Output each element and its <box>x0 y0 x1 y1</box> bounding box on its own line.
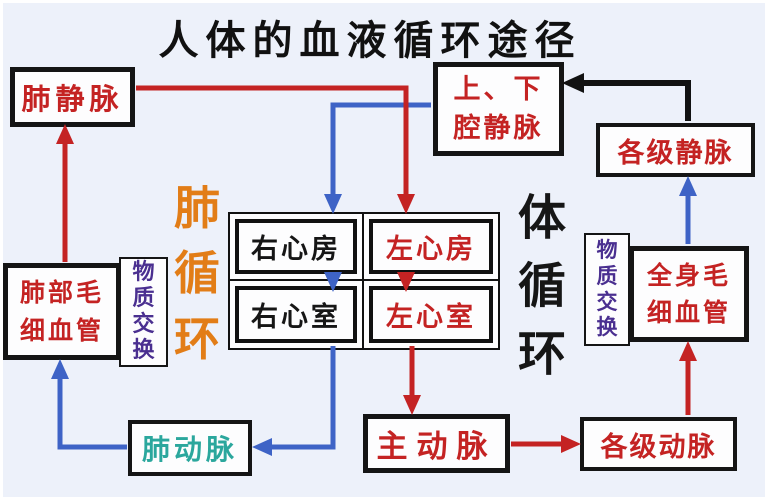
heart-chambers-box: 右心房 左心房 右心室 左心室 <box>228 212 500 350</box>
node-lung-capillaries: 肺部毛 细血管 <box>3 263 121 360</box>
node-left-ventricle-label: 左心室 <box>386 302 476 333</box>
node-pulmonary-artery: 肺动脉 <box>128 420 252 476</box>
node-body-capillaries: 全身毛 细血管 <box>629 246 749 342</box>
node-lung-capillaries-label: 肺部毛 细血管 <box>19 278 104 345</box>
node-right-ventricle: 右心室 <box>235 286 357 343</box>
node-arteries: 各级动脉 <box>580 417 737 471</box>
node-pulmonary-vein: 肺静脉 <box>10 67 135 127</box>
edge-right-ventricle-to-pulmonary-artery <box>252 346 336 456</box>
node-material-exchange-left: 物 质 交 换 <box>119 257 168 367</box>
node-right-atrium: 右心房 <box>235 219 357 274</box>
heart-cell: 左心室 <box>364 281 498 348</box>
node-arteries-label: 各级动脉 <box>600 431 717 463</box>
heart-cell: 右心室 <box>230 281 364 348</box>
node-material-exchange-right: 物 质 交 换 <box>584 233 630 346</box>
node-material-exchange-right-label: 物 质 交 换 <box>596 238 618 340</box>
node-aorta: 主动脉 <box>363 414 510 473</box>
edge-vena-cava-to-right-atrium <box>324 102 431 214</box>
node-material-exchange-left-label: 物 质 交 换 <box>132 260 155 363</box>
node-body-capillaries-label: 全身毛 细血管 <box>646 260 731 328</box>
label-systemic-circulation: 体 循 环 <box>517 190 566 383</box>
node-veins-label: 各级静脉 <box>617 137 734 169</box>
heart-cell: 右心房 <box>230 214 364 281</box>
node-left-atrium-label: 左心房 <box>386 234 476 265</box>
heart-cell: 左心房 <box>364 214 498 281</box>
node-vena-cava: 上、下 腔静脉 <box>433 62 564 156</box>
node-aorta-label: 主动脉 <box>376 429 497 465</box>
node-right-ventricle-label: 右心室 <box>251 302 341 333</box>
label-pulmonary-circulation: 肺 循 环 <box>174 181 220 366</box>
edge-pulmonary-artery-to-lung-capillaries <box>51 359 127 450</box>
node-veins: 各级静脉 <box>596 123 755 177</box>
node-pulmonary-vein-label: 肺静脉 <box>21 82 124 116</box>
node-pulmonary-artery-label: 肺动脉 <box>141 433 238 466</box>
diagram-title: 人体的血液循环途径 <box>158 18 582 64</box>
node-left-ventricle: 左心室 <box>369 286 493 343</box>
node-left-atrium: 左心房 <box>369 219 493 274</box>
node-right-atrium-label: 右心房 <box>251 234 341 265</box>
node-vena-cava-label: 上、下 腔静脉 <box>453 73 544 144</box>
edge-veins-to-vena-cava <box>562 73 691 121</box>
